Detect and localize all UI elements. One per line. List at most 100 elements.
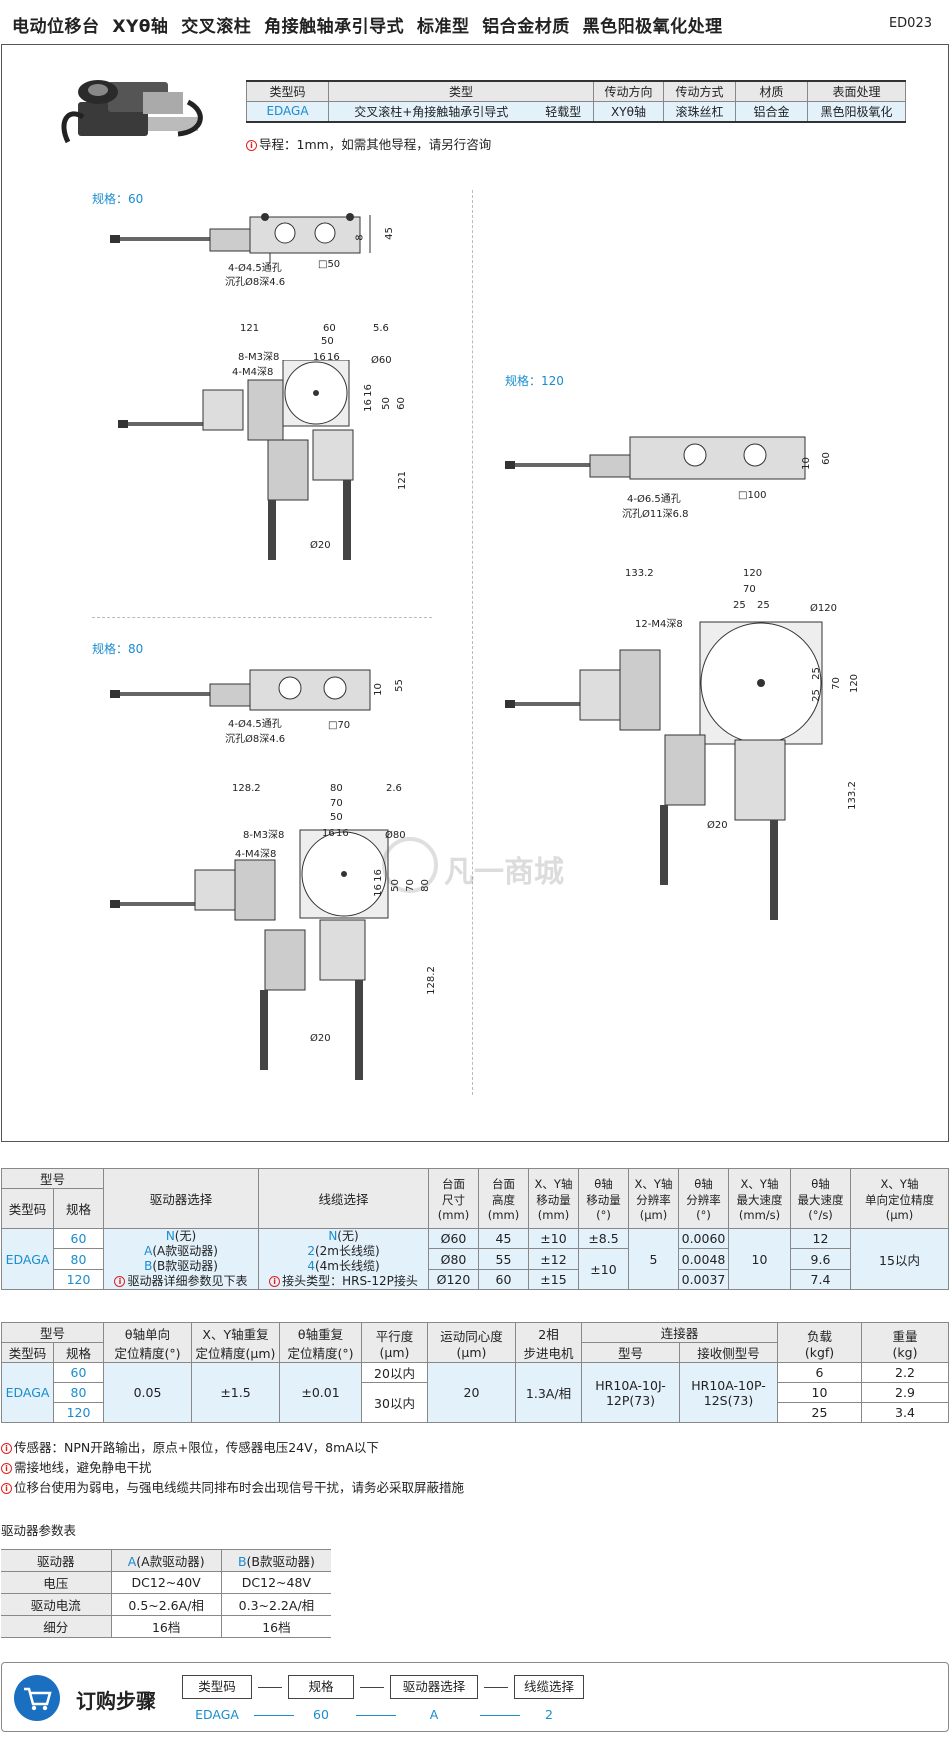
step-connector (258, 1687, 282, 1688)
motor: 1.3A/相 (515, 1362, 582, 1423)
th-transmission: 传动方式 (663, 80, 736, 102)
th-surface: 表面处理 (807, 80, 906, 102)
spec120-side-1: 25 (810, 689, 822, 702)
th-theta-move: θ轴 移动量 (°) (578, 1168, 629, 1229)
height-120: 60 (478, 1269, 529, 1290)
spec80-v: 128.2 (425, 966, 437, 995)
spec2-size-60: 60 (53, 1362, 104, 1383)
spec80-top-4: 16 (322, 828, 335, 839)
spec120-holes1: 4-Ø6.5通孔 (627, 494, 681, 505)
parallel-60: 20以内 (361, 1362, 428, 1383)
spec60-d20: Ø20 (310, 540, 331, 551)
spec80-top-6: 2.6 (386, 783, 402, 794)
th-theta-res: θ轴 分辨率 (°) (678, 1168, 729, 1229)
spec-table-2: 型号 θ轴单向 定位精度(°) X、Y轴重复 定位精度(μm) θ轴重复 定位精… (1, 1322, 949, 1423)
drv-cell: 0.3~2.2A/相 (221, 1593, 331, 1616)
drawing-frame (1, 44, 949, 1142)
value-connector (480, 1715, 520, 1716)
th-xy-move: X、Y轴 移动量 (mm) (528, 1168, 579, 1229)
theta-speed-120: 7.4 (790, 1269, 851, 1290)
theta-res-120: 0.0037 (678, 1269, 729, 1290)
th2-xy-rep: X、Y轴重复 定位精度(μm) (191, 1322, 280, 1363)
info-icon: i (1, 1443, 12, 1454)
spec80-top-0: 128.2 (232, 783, 261, 794)
product-photo (61, 80, 203, 144)
theta-res-80: 0.0048 (678, 1248, 729, 1270)
spec120-top-view (505, 621, 823, 920)
spec2-code: EDAGA (1, 1362, 54, 1423)
spec120-top-3: 25 (733, 600, 746, 611)
th2-weight: 重量 (kg) (861, 1322, 949, 1363)
th2-load: 负载 (kgf) (777, 1322, 862, 1363)
weight-60: 2.2 (861, 1362, 949, 1383)
type-table: 类型码 类型 传动方向 传动方式 材质 表面处理 EDAGA 交叉滚柱+角接触轴… (246, 80, 906, 123)
spec120-top-4: 25 (757, 600, 770, 611)
drv-th-a: A(A款驱动器) (111, 1549, 222, 1572)
spec60-top-5: 5.6 (373, 323, 389, 334)
spec80-m3: 8-M3深8 (243, 830, 285, 841)
order-value-size: 60 (313, 1707, 329, 1722)
step-connector (360, 1687, 384, 1688)
theta-res-60: 0.0060 (678, 1228, 729, 1249)
spec2-size-120: 120 (53, 1402, 104, 1423)
direction-value: XYθ轴 (593, 100, 664, 123)
spec1-size-80: 80 (53, 1248, 104, 1270)
theta-acc: 0.05 (103, 1362, 192, 1423)
th-type: 类型 (328, 80, 594, 102)
drv-cell: 16档 (111, 1615, 222, 1638)
transmission-value: 滚珠丝杠 (663, 100, 736, 123)
spec60-top-4: 16 (327, 352, 340, 363)
info-icon: i (269, 1276, 281, 1287)
spec120-top-1: 120 (743, 568, 763, 579)
th2-conc: 运动同心度 (μm) (427, 1322, 516, 1363)
xy-acc: 15以内 (850, 1228, 949, 1290)
drv-row-label: 驱动电流 (1, 1593, 112, 1616)
th2-code: 类型码 (1, 1342, 54, 1363)
th2-theta-acc: θ轴单向 定位精度(°) (103, 1322, 192, 1363)
step-connector (484, 1687, 508, 1688)
xy-move-60: ±10 (528, 1228, 579, 1249)
spec120-label: 规格：120 (505, 374, 564, 388)
th2-model: 型号 (1, 1322, 104, 1343)
spec80-holes2: 沉孔Ø8深4.6 (225, 734, 286, 745)
theta-speed-60: 12 (790, 1228, 851, 1249)
drv-cell: DC12~40V (111, 1571, 222, 1594)
spec60-top-1: 60 (323, 323, 336, 334)
th-theta-speed: θ轴 最大速度 (°/s) (790, 1168, 851, 1229)
spec60-top-0: 121 (240, 323, 260, 334)
theta-speed-80: 9.6 (790, 1248, 851, 1270)
spec80-holes1: 4-Ø4.5通孔 (228, 719, 282, 730)
cart-icon (14, 1675, 60, 1721)
spec60-label: 规格：60 (92, 192, 144, 206)
drv-th-b: B(B款驱动器) (221, 1549, 331, 1572)
spec60-dia: Ø60 (371, 355, 392, 366)
value-connector (254, 1715, 294, 1716)
spec60-side-view (110, 213, 371, 263)
watermark-logo-icon (382, 837, 438, 893)
info-icon: i (114, 1276, 126, 1287)
spec60-side-1: 16 (362, 399, 374, 412)
load-60: 6 (777, 1362, 862, 1383)
order-value-type-code: EDAGA (195, 1707, 239, 1722)
load-120: 25 (777, 1402, 862, 1423)
th-code: 类型码 (1, 1188, 54, 1229)
spec120-dia: Ø120 (810, 603, 837, 614)
driver-table-title: 驱动器参数表 (1, 1523, 77, 1538)
drv-th-driver: 驱动器 (1, 1549, 112, 1572)
spec60-top-view (118, 360, 354, 560)
page-title: 电动位移台 XYθ轴 交叉滚柱 角接触轴承引导式 标准型 铝合金材质 黑色阳极氧… (12, 17, 723, 37)
height-60: 45 (478, 1228, 529, 1249)
type-code-value: EDAGA (246, 100, 329, 123)
order-value-cable: 2 (545, 1707, 553, 1722)
order-step-cable: 线缆选择 (514, 1675, 584, 1699)
spec80-d20: Ø20 (310, 1033, 331, 1044)
order-title: 订购步骤 (76, 1689, 156, 1713)
th-type-code: 类型码 (246, 80, 329, 102)
spec80-side-view (110, 669, 371, 711)
theta-move-80-120: ±10 (578, 1248, 629, 1290)
table-size-60: Ø60 (428, 1228, 479, 1249)
